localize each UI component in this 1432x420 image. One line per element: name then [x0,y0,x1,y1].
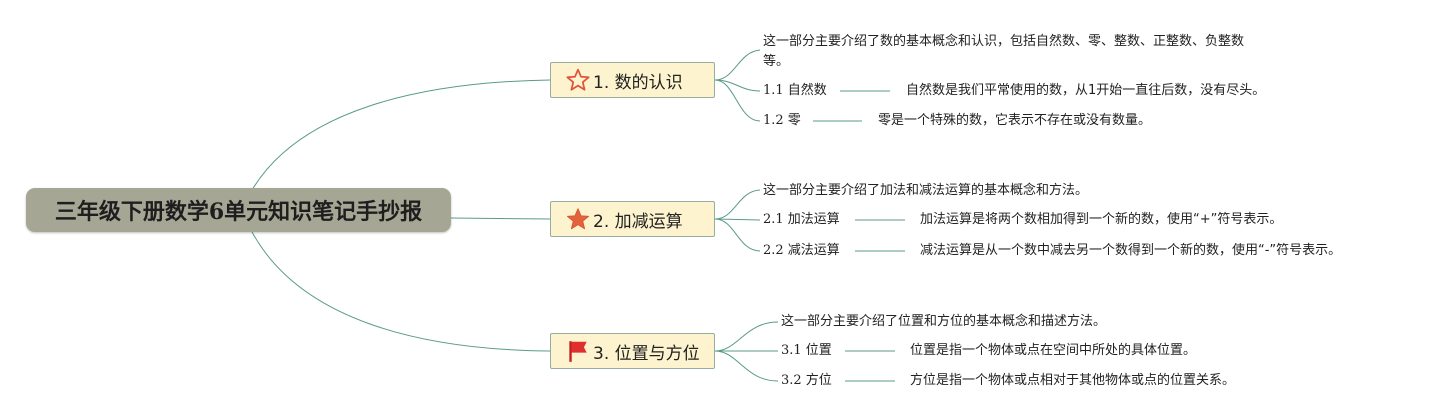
connector-topic2-desc [714,189,761,220]
subtopic-1-1-detail: 自然数是我们平常使用的数，从1开始一直往后数，没有尽头。 [906,83,1266,98]
subtopic-2-2-detail: 减法运算是从一个数中减去另一个数得到一个新的数，使用“-”符号表示。 [920,243,1342,258]
root-topic[interactable]: 三年级下册数学6单元知识笔记手抄报 [26,188,451,232]
root-title: 三年级下册数学6单元知识笔记手抄报 [54,199,423,225]
subtopic-3-1-label: 3.1 位置 [781,343,832,358]
subtopic-2-2-label: 2.2 减法运算 [763,243,840,258]
star-outline-icon [565,67,591,93]
connector-topic3-sub2 [714,350,779,382]
topic-label: 1. 数的认识 [593,72,683,93]
topic-1-description: 这一部分主要介绍了数的基本概念和认识，包括自然数、零、整数、正整数、负整数等。 [763,34,1245,69]
subtopic-3-1-detail: 位置是指一个物体或点在空间中所处的具体位置。 [910,343,1197,358]
topic-2-description: 这一部分主要介绍了加法和减法运算的基本概念和方法。 [763,183,1089,198]
subtopic-1-2-label: 1.2 零 [763,113,801,128]
subtopic-3-2-label: 3.2 方位 [781,373,832,388]
subtopic-2-1-detail: 加法运算是将两个数相加得到一个新的数，使用“+”符号表示。 [920,212,1283,227]
topic-number-recognition[interactable]: 1. 数的认识 [550,62,715,98]
topic-position-direction[interactable]: 3. 位置与方位 [550,333,715,369]
topic-3-description: 这一部分主要介绍了位置和方位的基本概念和描述方法。 [781,314,1107,329]
star-filled-icon [565,206,591,232]
connector-topic2-sub2 [714,218,761,252]
connector-topic3-desc [714,321,779,352]
connector-topic2-sub1 [714,218,761,221]
subtopic-1-2-detail: 零是一个特殊的数，它表示不存在或没有数量。 [878,113,1152,128]
subtopic-1-1-label: 1.1 自然数 [763,83,827,98]
connector-root-topic-2 [450,217,551,220]
topic-label: 3. 位置与方位 [593,343,700,364]
topic-label: 2. 加减运算 [593,211,683,232]
connector-root-topic-3 [251,231,551,352]
topic-addition-subtraction[interactable]: 2. 加减运算 [550,201,715,237]
subtopic-3-2-detail: 方位是指一个物体或点相对于其他物体或点的位置关系。 [910,373,1236,388]
red-flag-icon [565,338,591,364]
connector-root-topic-1 [251,79,551,191]
connector-topic1-sub2 [714,79,761,122]
connector-topic1-desc [714,49,761,81]
subtopic-2-1-label: 2.1 加法运算 [763,212,840,227]
